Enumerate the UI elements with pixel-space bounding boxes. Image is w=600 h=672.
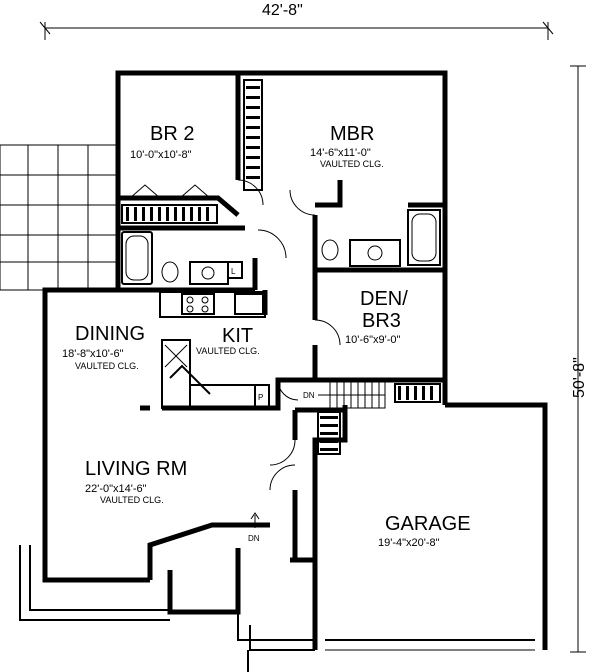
width-dimension: 42'-8" — [39, 2, 554, 40]
hall-bath: L — [121, 231, 243, 285]
patio-pavers — [0, 144, 119, 291]
depth-dimension: 50'-8" — [570, 65, 588, 653]
dining-note: VAULTED CLG. — [75, 361, 139, 371]
den-name: DEN/ — [360, 288, 408, 310]
mbr-name: MBR — [330, 123, 374, 145]
entry-dn-label: DN — [248, 534, 260, 543]
den-name-2: BR3 — [362, 310, 401, 332]
master-bath — [321, 209, 441, 267]
living-note: VAULTED CLG. — [100, 495, 164, 505]
den-size: 10'-6"x9'-0" — [345, 334, 401, 346]
stair-dn-label: DN — [303, 391, 315, 400]
garage-size: 19'-4"x20'-8" — [378, 537, 440, 549]
living-size: 22'-0"x14'-6" — [85, 483, 147, 495]
kit-note: VAULTED CLG. — [196, 346, 260, 356]
door-swings — [129, 179, 341, 491]
laundry-label: L — [231, 267, 236, 276]
mbr-note: VAULTED CLG. — [320, 159, 384, 169]
br2-name: BR 2 — [150, 123, 194, 145]
room-labels: BR 2 10'-0"x10'-8" MBR 14'-6"x11'-0" VAU… — [62, 123, 471, 549]
interior-walls — [118, 73, 445, 615]
windows — [44, 72, 380, 581]
kitchen: P — [159, 291, 270, 409]
closet-shelving — [121, 79, 441, 455]
garage-door — [325, 639, 535, 651]
dining-size: 18'-8"x10'-6" — [62, 348, 124, 360]
br2-size: 10'-0"x10'-8" — [130, 149, 192, 161]
garage-name: GARAGE — [385, 513, 471, 535]
front-entry: DN — [19, 512, 315, 672]
mbr-size: 14'-6"x11'-0" — [310, 147, 371, 159]
living-name: LIVING RM — [85, 458, 187, 480]
dining-name: DINING — [75, 323, 145, 345]
pantry-label: P — [258, 393, 263, 402]
width-label: 42'-8" — [262, 2, 303, 19]
kit-name: KIT — [222, 325, 253, 347]
depth-label: 50'-8" — [571, 357, 588, 398]
stair: DN — [303, 381, 386, 409]
